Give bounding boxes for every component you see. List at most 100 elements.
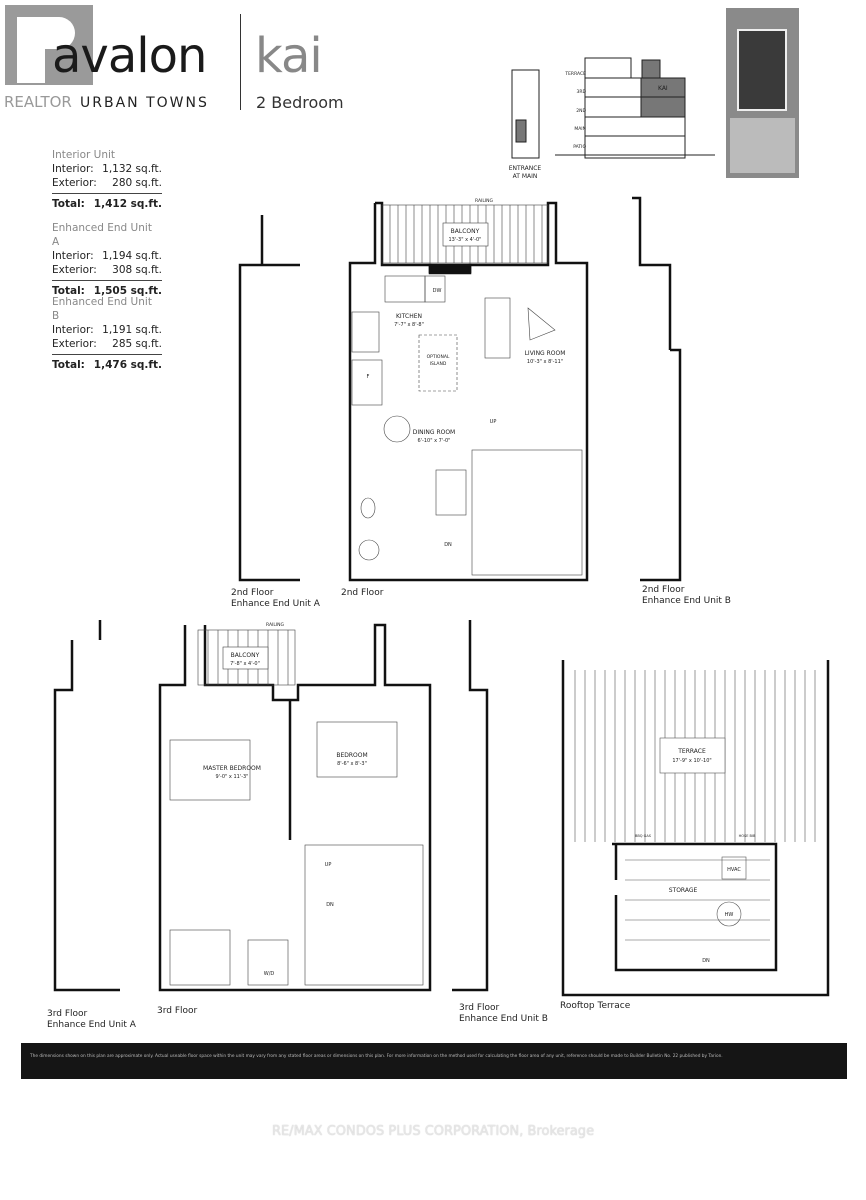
total-value: 1,505 sq.ft. (93, 285, 162, 297)
unit-title: Enhanced End Unit A (52, 222, 152, 248)
master-bedroom-dims: 9'-0" x 11'-3" (215, 774, 248, 780)
key-plan-highlight: KAI (658, 85, 668, 92)
island-label: ISLAND (430, 361, 447, 367)
realtor-logo-mark-bowl (45, 17, 75, 49)
island-label: OPTIONAL (427, 354, 450, 360)
third-floor-plan (158, 623, 432, 992)
total-label: Total: (52, 285, 85, 297)
balcony-dims: 13'-3" x 4'-0" (448, 237, 481, 243)
exterior-value: 285 sq.ft. (112, 338, 162, 350)
realtor-watermark-text: REALTOR (4, 93, 72, 111)
interior-value: 1,194 sq.ft. (102, 250, 162, 262)
interior-label: Interior: (52, 324, 94, 336)
unit-title: Enhanced End Unit B (52, 296, 152, 322)
balcony-label: BALCONY (231, 652, 260, 659)
hose-bib-label: HOSE BIB (739, 834, 756, 838)
floor-label: 2nd Floor (231, 588, 274, 598)
floor-label-3rd: 3rd Floor (157, 1006, 198, 1016)
disclaimer-bar (21, 1043, 847, 1079)
master-bedroom-label: MASTER BEDROOM (203, 765, 261, 772)
exterior-value: 280 sq.ft. (112, 177, 162, 189)
disclaimer-text: The dimensions shown on this plan are ap… (30, 1054, 723, 1059)
unit-area-end-b: Enhanced End Unit B Interior: 1,191 sq.ft… (52, 295, 162, 372)
floor-sublabel: Enhance End Unit A (47, 1020, 136, 1030)
exterior-label: Exterior: (52, 338, 97, 350)
floor-sublabel: Enhance End Unit B (459, 1014, 548, 1024)
second-floor-plan (348, 201, 589, 582)
exterior-value: 308 sq.ft. (112, 264, 162, 276)
railing-label: RAILING (475, 198, 494, 204)
interior-value: 1,191 sq.ft. (102, 324, 162, 336)
model-name: kai (255, 28, 323, 84)
up-label: UP (325, 862, 332, 868)
entrance-key-plan (511, 69, 540, 159)
second-end-b-plan (632, 196, 682, 582)
storage-label: STORAGE (669, 887, 698, 894)
balcony-dims: 7'-8" x 4'-0" (230, 661, 260, 667)
floor-label: 3rd Floor (47, 1009, 88, 1019)
entrance-label: AT MAIN (513, 173, 538, 180)
living-room-label: LIVING ROOM (525, 350, 566, 357)
exterior-label: Exterior: (52, 264, 97, 276)
washer-dryer-label: W/D (264, 971, 275, 977)
floor-sublabel: Enhance End Unit B (642, 596, 731, 606)
brand-logo: avalon (52, 28, 207, 84)
floor-plan-drawing: TERRACE 3RD 2ND MAIN PATIO KAI ENTRANCE … (53, 8, 830, 997)
interior-value: 1,132 sq.ft. (102, 163, 162, 175)
down-label: DN (326, 902, 334, 908)
bedroom-dims: 8'-6" x 8'-3" (337, 761, 367, 767)
brand-subtitle: URBAN TOWNS (80, 95, 209, 111)
up-label: UP (490, 419, 497, 425)
living-room-dims: 10'-3" x 8'-11" (527, 359, 563, 365)
rooftop-terrace-plan (561, 660, 830, 997)
realtor-logo-mark (17, 17, 45, 83)
dining-room-dims: 6'-10" x 7'-0" (417, 438, 450, 444)
entrance-marker (515, 119, 527, 143)
floor-label: 2nd Floor (642, 585, 685, 595)
total-value: 1,476 sq.ft. (93, 359, 162, 371)
interior-label: Interior: (52, 250, 94, 262)
bbq-gas-label: BBQ GAS (635, 834, 652, 838)
bedroom-label: BEDROOM (336, 752, 367, 759)
total-label: Total: (52, 359, 85, 371)
third-end-a-plan (53, 620, 120, 992)
floor-label-2nd: 2nd Floor (341, 588, 384, 598)
level-patio: PATIO (573, 144, 586, 150)
brokerage-watermark: RE/MAX CONDOS PLUS CORPORATION, Brokerag… (271, 1124, 595, 1139)
water-heater-label: HW (725, 912, 734, 918)
floor-label-rooftop: Rooftop Terrace (560, 1001, 631, 1011)
header-divider (240, 14, 241, 110)
level-terrace: TERRACE (564, 71, 586, 77)
bedroom-count: 2 Bedroom (256, 93, 344, 112)
unit-area-interior: Interior Unit Interior: 1,132 sq.ft. Exte… (52, 148, 162, 211)
fridge-label: F (367, 374, 370, 380)
railing-label: RAILING (266, 622, 285, 628)
level-2nd: 2ND (576, 108, 586, 114)
dishwasher-label: DW (433, 288, 442, 294)
building-section (555, 57, 715, 159)
kitchen-label: KITCHEN (396, 313, 422, 320)
hvac-label: HVAC (727, 867, 741, 873)
level-main: MAIN (574, 126, 586, 132)
down-label: DN (444, 542, 452, 548)
exterior-label: Exterior: (52, 177, 97, 189)
unit-area-end-a: Enhanced End Unit A Interior: 1,194 sq.ft… (52, 221, 162, 298)
total-value: 1,412 sq.ft. (93, 198, 162, 210)
total-label: Total: (52, 198, 85, 210)
third-end-b-plan (452, 620, 489, 992)
unit-title: Interior Unit (52, 149, 116, 161)
interior-label: Interior: (52, 163, 94, 175)
floor-sublabel: Enhance End Unit A (231, 599, 320, 609)
entrance-label: ENTRANCE (509, 165, 542, 172)
down-label: DN (702, 958, 710, 964)
balcony-label: BALCONY (451, 228, 480, 235)
level-3rd: 3RD (577, 89, 587, 95)
second-end-a-plan (238, 215, 300, 582)
floor-label: 3rd Floor (459, 1003, 500, 1013)
terrace-dims: 17'-9" x 10'-10" (672, 758, 711, 764)
kitchen-dims: 7'-7" x 8'-8" (394, 322, 424, 328)
